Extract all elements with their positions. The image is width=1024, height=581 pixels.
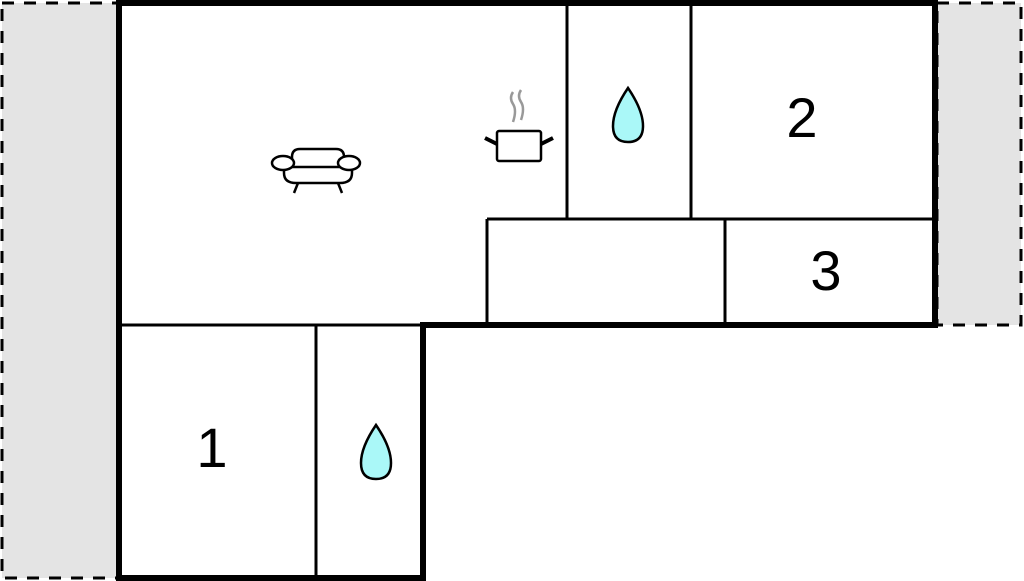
cooking-pot-icon <box>484 89 554 163</box>
terrace-right <box>935 1 1023 327</box>
sofa-icon <box>270 147 362 194</box>
terrace-left <box>0 1 120 580</box>
room-label-3: 3 <box>810 239 841 302</box>
exterior-walls <box>116 0 938 581</box>
water-drop-icon <box>611 85 645 144</box>
room-label-2: 2 <box>786 86 817 149</box>
building-fill <box>119 3 935 578</box>
room-label-1: 1 <box>196 416 227 479</box>
interior-walls <box>119 3 935 578</box>
water-drop-icon <box>359 422 393 481</box>
